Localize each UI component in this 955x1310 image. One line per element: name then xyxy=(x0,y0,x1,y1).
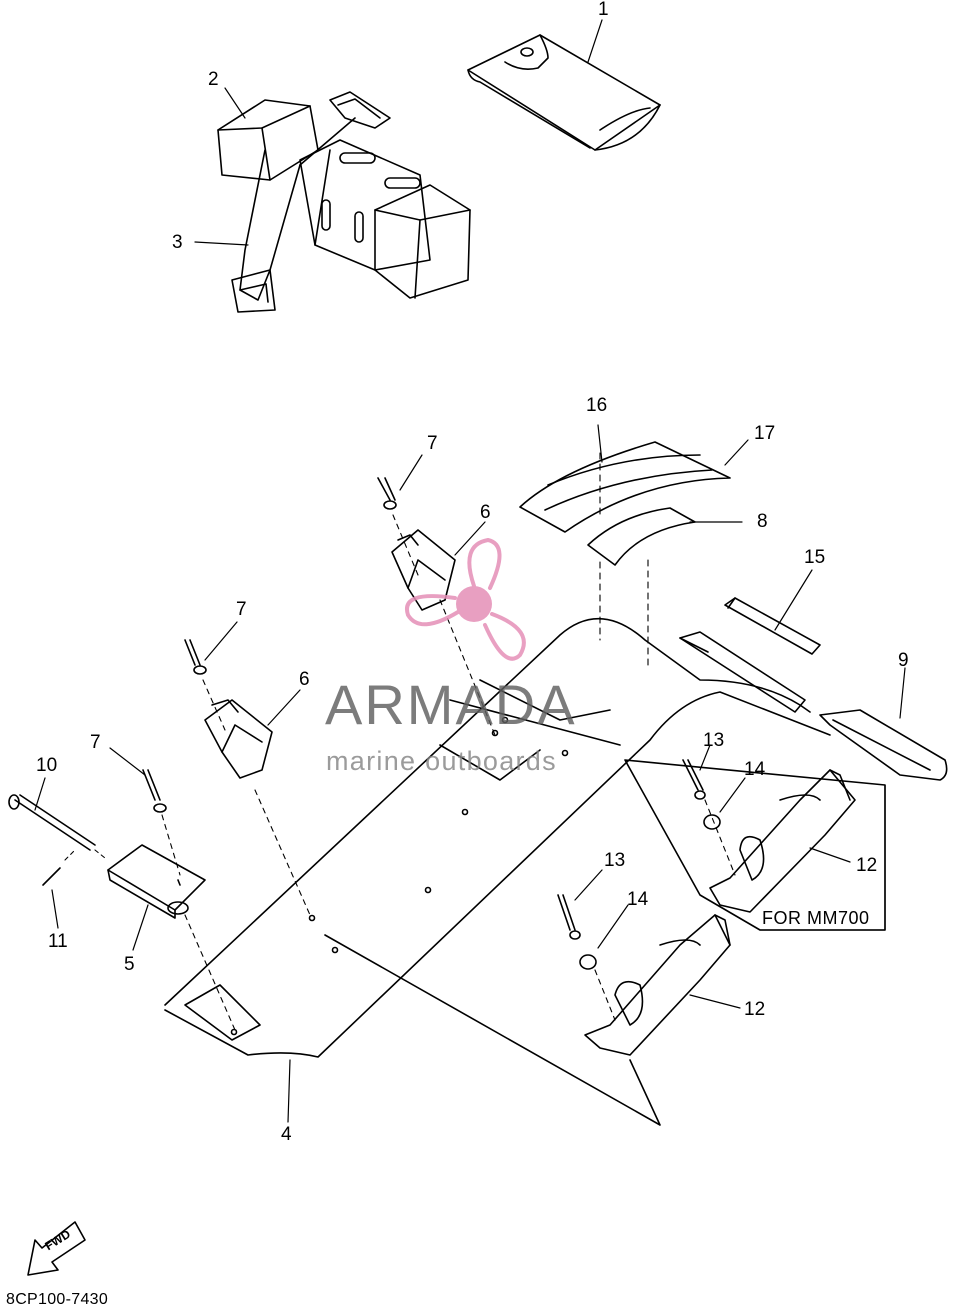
rivet-part-7-c xyxy=(109,747,181,876)
leader-lines-top xyxy=(194,19,603,246)
callout-2: 2 xyxy=(208,69,219,90)
latch-assembly-lower xyxy=(557,869,741,1056)
callout-14-lower: 14 xyxy=(627,889,649,910)
model-note: FOR MM700 xyxy=(762,908,870,928)
callout-6-lower: 6 xyxy=(299,669,310,690)
callout-14-upper: 14 xyxy=(744,759,766,780)
rivet-part-7-a xyxy=(377,454,423,576)
tool-pouch-part-1 xyxy=(467,34,661,151)
callout-9: 9 xyxy=(898,650,909,671)
callout-7-c: 7 xyxy=(90,732,101,753)
callout-15: 15 xyxy=(804,547,826,568)
watermark-tagline: marine outboards xyxy=(326,746,557,776)
bracket-part-6-lower xyxy=(204,689,311,916)
armada-propeller-logo xyxy=(405,538,526,661)
rivet-part-7-b xyxy=(184,621,238,731)
pads-part-16-17-8 xyxy=(519,424,749,671)
latch-assembly-upper xyxy=(682,744,856,913)
handle-rail-part-15-9 xyxy=(679,569,948,781)
hinge-part-5 xyxy=(107,844,236,1031)
diagram-code: 8CP100-7430 xyxy=(6,1291,109,1308)
bolt-part-10 xyxy=(8,777,106,859)
pin-part-11 xyxy=(42,849,76,929)
battery-box-part-2 xyxy=(217,91,471,299)
callout-13-lower: 13 xyxy=(604,850,626,871)
mm700-callout-bracket xyxy=(759,784,886,931)
callout-11: 11 xyxy=(48,931,68,952)
strap-part-3 xyxy=(231,117,356,313)
callout-5: 5 xyxy=(124,954,135,975)
callout-6-upper: 6 xyxy=(480,502,491,523)
callout-13-upper: 13 xyxy=(703,730,725,751)
callout-12-lower: 12 xyxy=(744,999,766,1020)
callout-12-upper: 12 xyxy=(856,855,878,876)
callout-3: 3 xyxy=(172,232,183,253)
callout-1: 1 xyxy=(598,0,609,20)
bracket-part-6-upper xyxy=(391,521,496,736)
fwd-arrow-icon xyxy=(27,1221,86,1276)
callout-7-b: 7 xyxy=(236,599,247,620)
callout-4: 4 xyxy=(281,1124,292,1145)
callout-8: 8 xyxy=(757,511,768,532)
callout-7-a: 7 xyxy=(427,433,438,454)
callout-17: 17 xyxy=(754,423,776,444)
callout-10: 10 xyxy=(36,755,58,776)
callout-16: 16 xyxy=(586,395,608,416)
watermark-brand: ARMADA xyxy=(325,673,577,736)
